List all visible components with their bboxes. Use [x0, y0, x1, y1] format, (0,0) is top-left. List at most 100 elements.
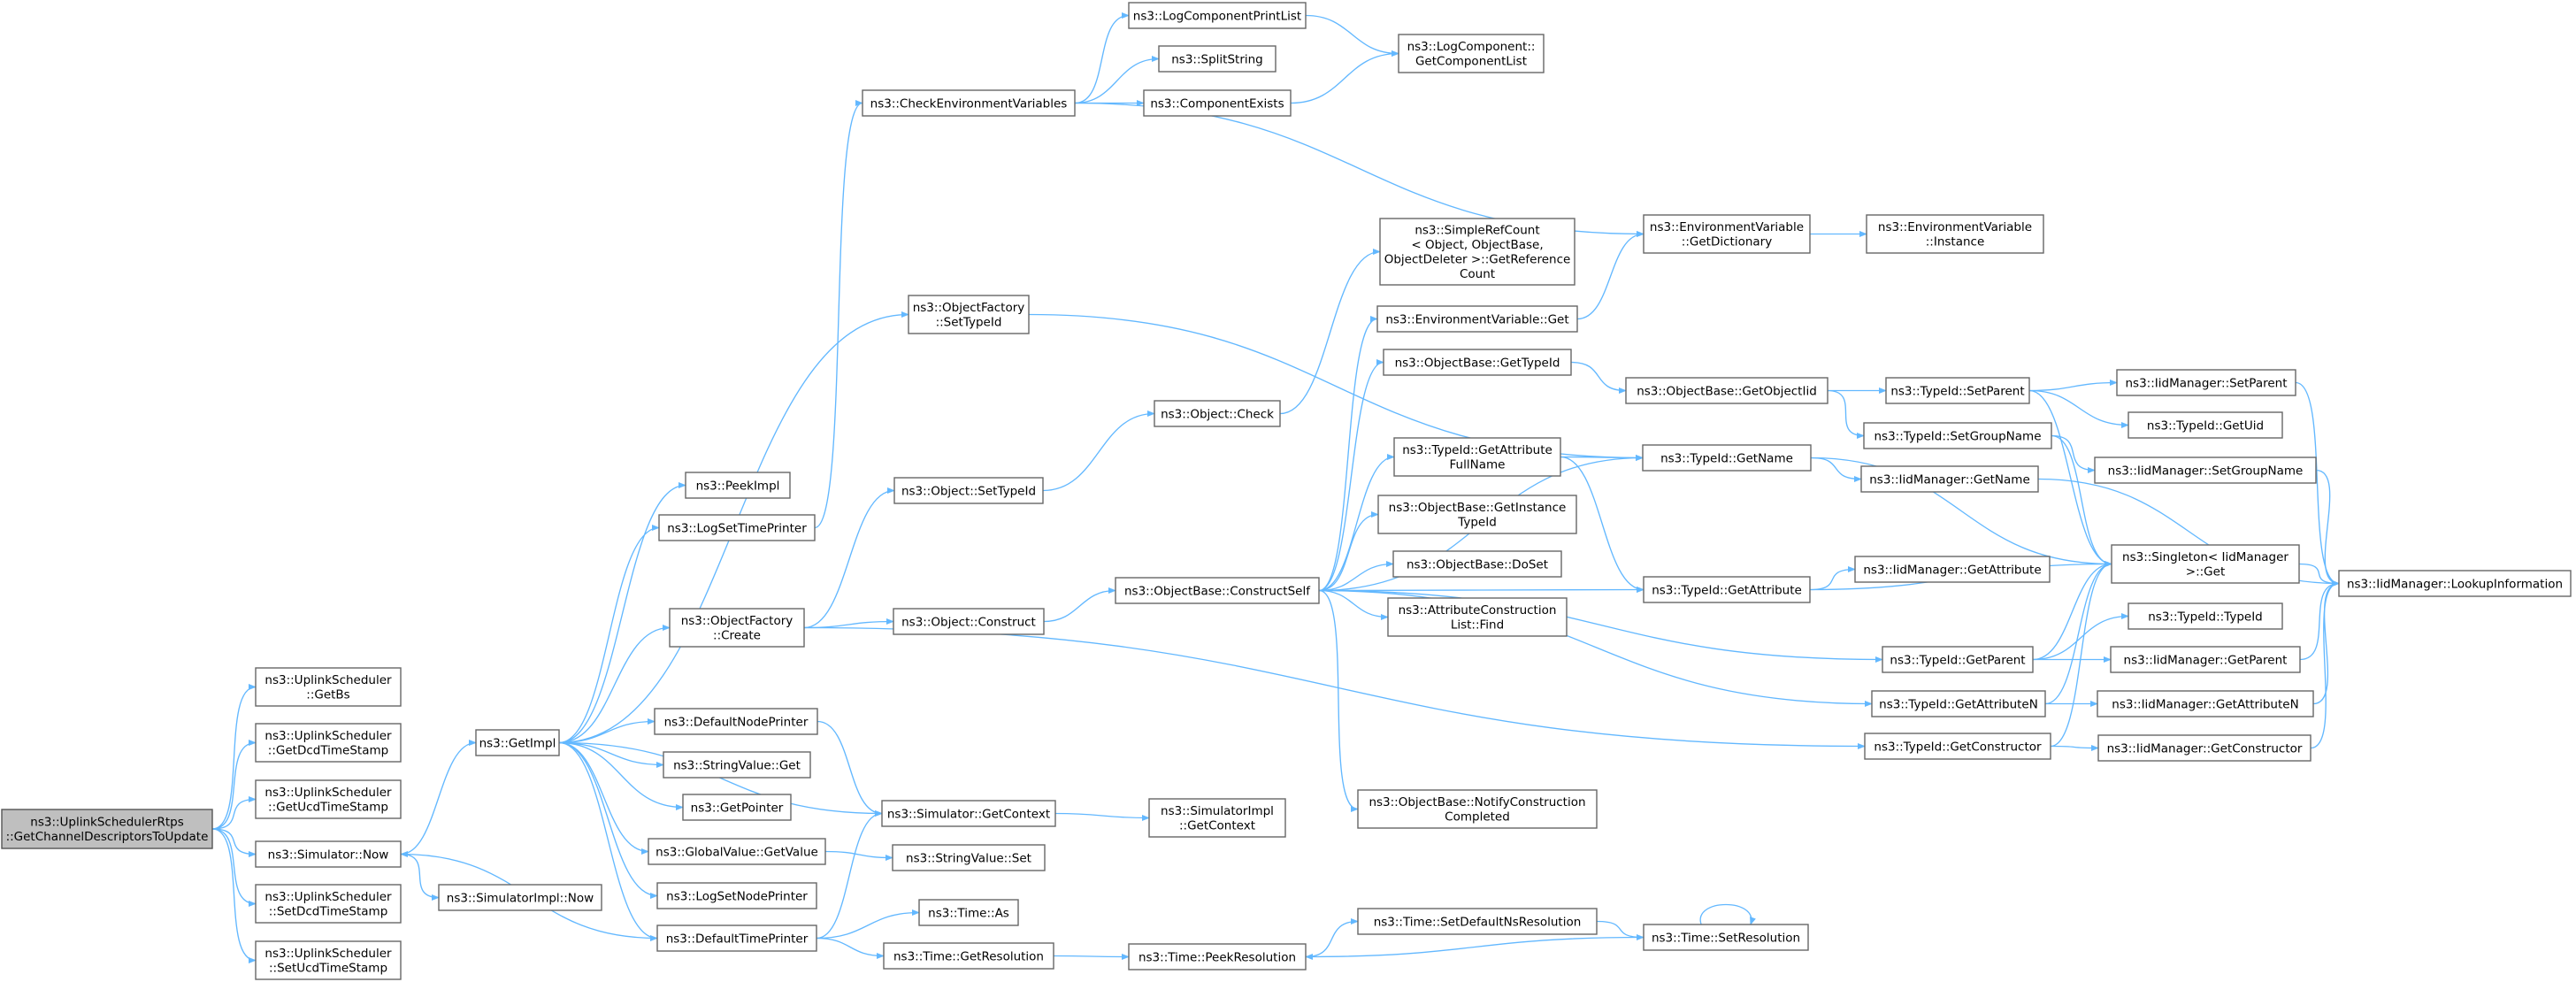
- node-timegetres[interactable]: ns3::Time::GetResolution: [883, 942, 1054, 970]
- node-box[interactable]: [1143, 89, 1292, 117]
- node-box[interactable]: [2094, 456, 2317, 484]
- node-box[interactable]: [1882, 646, 2034, 673]
- node-box[interactable]: [2128, 602, 2283, 630]
- node-peekimpl[interactable]: ns3::PeekImpl: [685, 472, 791, 499]
- node-box[interactable]: [654, 708, 818, 735]
- node-checkenv[interactable]: ns3::CheckEnvironmentVariables: [862, 89, 1076, 117]
- node-box[interactable]: [685, 472, 791, 499]
- node-box[interactable]: [255, 840, 402, 868]
- node-box[interactable]: [475, 729, 560, 756]
- node-singletonget[interactable]: ns3::Singleton< IidManager>::Get: [2111, 544, 2300, 584]
- node-box[interactable]: [1115, 577, 1320, 604]
- node-objcheck[interactable]: ns3::Object::Check: [1154, 400, 1281, 427]
- node-timeas[interactable]: ns3::Time::As: [918, 899, 1019, 926]
- node-obgettypeid[interactable]: ns3::ObjectBase::GetTypeId: [1383, 349, 1572, 376]
- node-iidsetparent[interactable]: ns3::IidManager::SetParent: [2116, 369, 2296, 396]
- node-logcompgetlist[interactable]: ns3::LogComponent::GetComponentList: [1398, 34, 1545, 73]
- node-box[interactable]: [255, 723, 402, 763]
- node-box[interactable]: [1148, 798, 1286, 838]
- node-iidsetgroup[interactable]: ns3::IidManager::SetGroupName: [2094, 456, 2317, 484]
- node-box[interactable]: [255, 667, 402, 707]
- node-box[interactable]: [892, 844, 1046, 871]
- node-box[interactable]: [1357, 789, 1598, 829]
- node-box[interactable]: [1866, 214, 2044, 254]
- node-compexists[interactable]: ns3::ComponentExists: [1143, 89, 1292, 117]
- node-box[interactable]: [893, 477, 1044, 504]
- node-obgetobjectiid[interactable]: ns3::ObjectBase::GetObjectIid: [1625, 377, 1828, 404]
- node-strvalget[interactable]: ns3::StringValue::Get: [663, 751, 811, 779]
- node-tidgetattrn[interactable]: ns3::TypeId::GetAttributeN: [1871, 690, 2046, 717]
- node-box[interactable]: [2338, 570, 2572, 597]
- node-iidgetname[interactable]: ns3::IidManager::GetName: [1860, 465, 2039, 493]
- node-box[interactable]: [255, 884, 402, 924]
- node-simimplgetctx[interactable]: ns3::SimulatorImpl::GetContext: [1148, 798, 1286, 838]
- node-box[interactable]: [1357, 908, 1598, 935]
- node-box[interactable]: [669, 608, 805, 648]
- node-gvgetvalue[interactable]: ns3::GlobalValue::GetValue: [648, 838, 826, 865]
- node-box[interactable]: [1398, 34, 1545, 73]
- node-box[interactable]: [1642, 444, 1812, 472]
- node-splitstring[interactable]: ns3::SplitString: [1158, 45, 1276, 73]
- node-deftimeprinter[interactable]: ns3::DefaultTimePrinter: [656, 924, 817, 952]
- node-box[interactable]: [255, 940, 402, 980]
- node-envget[interactable]: ns3::EnvironmentVariable::Get: [1376, 305, 1578, 333]
- node-tidtypeid[interactable]: ns3::TypeId::TypeId: [2128, 602, 2283, 630]
- node-timesetres[interactable]: ns3::Time::SetResolution: [1643, 924, 1809, 951]
- node-iidgetparent[interactable]: ns3::IidManager::GetParent: [2110, 646, 2301, 673]
- node-box[interactable]: [2111, 544, 2300, 584]
- node-constructself[interactable]: ns3::ObjectBase::ConstructSelf: [1115, 577, 1320, 604]
- node-box[interactable]: [2097, 690, 2314, 717]
- node-objconstruct[interactable]: ns3::Object::Construct: [893, 608, 1045, 635]
- node-box[interactable]: [862, 89, 1076, 117]
- node-box[interactable]: [1392, 550, 1562, 578]
- node-root[interactable]: ns3::UplinkSchedulerRtps::GetChannelDesc…: [1, 809, 213, 849]
- node-setdcd[interactable]: ns3::UplinkScheduler::SetDcdTimeStamp: [255, 884, 402, 924]
- node-box[interactable]: [2128, 411, 2283, 439]
- node-box[interactable]: [2116, 369, 2296, 396]
- node-tidgetname[interactable]: ns3::TypeId::GetName: [1642, 444, 1812, 472]
- node-box[interactable]: [1393, 437, 1561, 477]
- node-logsettime[interactable]: ns3::LogSetTimePrinter: [658, 514, 816, 541]
- node-getdcd[interactable]: ns3::UplinkScheduler::GetDcdTimeStamp: [255, 723, 402, 763]
- node-box[interactable]: [656, 882, 817, 909]
- node-box[interactable]: [1154, 400, 1281, 427]
- node-tidgetattr[interactable]: ns3::TypeId::GetAttribute: [1643, 576, 1811, 603]
- node-box[interactable]: [1379, 218, 1576, 286]
- node-notifyconstr[interactable]: ns3::ObjectBase::NotifyConstructionCompl…: [1357, 789, 1598, 829]
- node-ofcreate[interactable]: ns3::ObjectFactory::Create: [669, 608, 805, 648]
- node-box[interactable]: [1625, 377, 1828, 404]
- node-strvalset[interactable]: ns3::StringValue::Set: [892, 844, 1046, 871]
- node-getpointer[interactable]: ns3::GetPointer: [682, 794, 792, 821]
- node-box[interactable]: [438, 884, 602, 911]
- node-box[interactable]: [1128, 943, 1307, 970]
- node-box[interactable]: [1854, 556, 2051, 583]
- node-logcompprint[interactable]: ns3::LogComponentPrintList: [1128, 2, 1307, 29]
- node-box[interactable]: [663, 751, 811, 779]
- node-box[interactable]: [1885, 377, 2030, 404]
- node-box[interactable]: [656, 924, 817, 952]
- node-peekres[interactable]: ns3::Time::PeekResolution: [1128, 943, 1307, 970]
- node-setucd[interactable]: ns3::UplinkScheduler::SetUcdTimeStamp: [255, 940, 402, 980]
- node-simimplnow[interactable]: ns3::SimulatorImpl::Now: [438, 884, 602, 911]
- node-box[interactable]: [893, 608, 1045, 635]
- node-getucd[interactable]: ns3::UplinkScheduler::GetUcdTimeStamp: [255, 779, 402, 819]
- node-defnodeprinter[interactable]: ns3::DefaultNodePrinter: [654, 708, 818, 735]
- node-tidgetuid[interactable]: ns3::TypeId::GetUid: [2128, 411, 2283, 439]
- node-box[interactable]: [2097, 734, 2312, 762]
- node-getimpl[interactable]: ns3::GetImpl: [475, 729, 560, 756]
- node-obdoset[interactable]: ns3::ObjectBase::DoSet: [1392, 550, 1562, 578]
- node-box[interactable]: [1871, 690, 2046, 717]
- node-setdefaultns[interactable]: ns3::Time::SetDefaultNsResolution: [1357, 908, 1598, 935]
- node-box[interactable]: [881, 800, 1056, 827]
- node-box[interactable]: [1643, 576, 1811, 603]
- node-tidgetconstructor[interactable]: ns3::TypeId::GetConstructor: [1864, 733, 2051, 760]
- node-box[interactable]: [255, 779, 402, 819]
- node-ofsettypeid[interactable]: ns3::ObjectFactory::SetTypeId: [908, 295, 1030, 334]
- node-box[interactable]: [658, 514, 816, 541]
- node-iidgetconstructor[interactable]: ns3::IidManager::GetConstructor: [2097, 734, 2312, 762]
- node-box[interactable]: [648, 838, 826, 865]
- node-logsetnode[interactable]: ns3::LogSetNodePrinter: [656, 882, 817, 909]
- node-box[interactable]: [1643, 924, 1809, 951]
- node-iidgetattrn[interactable]: ns3::IidManager::GetAttributeN: [2097, 690, 2314, 717]
- node-iidlookup[interactable]: ns3::IidManager::LookupInformation: [2338, 570, 2572, 597]
